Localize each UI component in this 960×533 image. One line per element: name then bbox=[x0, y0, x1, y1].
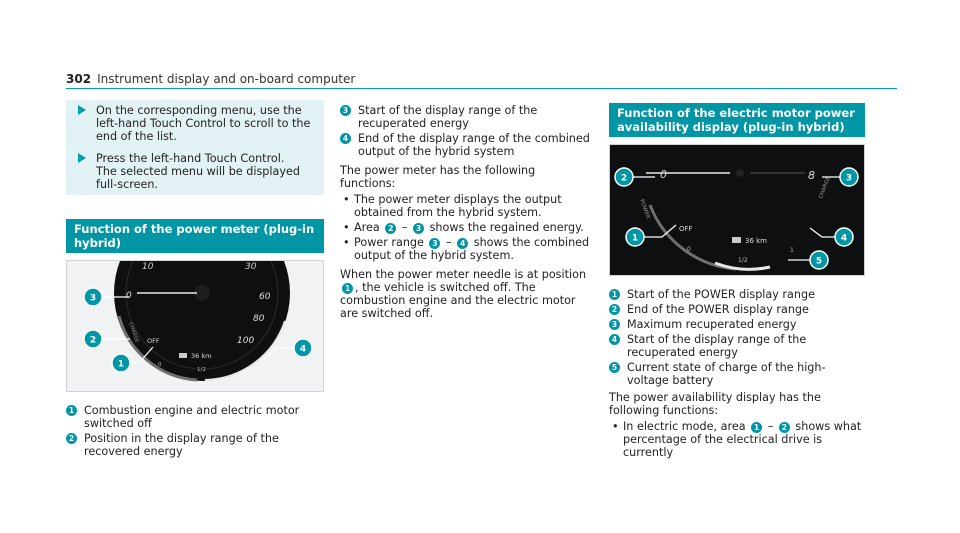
svg-text:3: 3 bbox=[90, 294, 96, 304]
svg-text:1: 1 bbox=[118, 360, 124, 370]
gauge-range-text: 36 km bbox=[745, 237, 767, 245]
header-rule bbox=[66, 88, 897, 89]
bullet-item: In electric mode, area 1 – 2 shows what … bbox=[609, 420, 865, 459]
section-title-power-availability: Function of the electric motor power ava… bbox=[609, 103, 865, 137]
page-number: 302 bbox=[66, 72, 92, 86]
callout-3: 3 bbox=[839, 167, 859, 187]
bullet-item: Power range 3 – 4 shows the combined out… bbox=[340, 236, 590, 262]
callout-4: 4 bbox=[293, 338, 313, 358]
section-title-power-meter: Function of the power meter (plug-in hyb… bbox=[66, 219, 324, 253]
gauge-bottom-zero: 0 bbox=[687, 246, 691, 253]
gauge-tick-60: 60 bbox=[259, 292, 271, 302]
svg-text:4: 4 bbox=[841, 234, 847, 244]
power-meter-figure: 10 30 0 60 80 100 OFF CHARGE 0 1/2 36 km… bbox=[66, 260, 324, 392]
gauge-one-label: 1 bbox=[790, 247, 794, 254]
callout-5: 5 bbox=[809, 250, 829, 270]
svg-text:3: 3 bbox=[846, 174, 852, 184]
callout-4: 4 bbox=[834, 227, 854, 247]
svg-text:2: 2 bbox=[90, 336, 96, 346]
step-text: Press the left-hand Touch Control. bbox=[96, 152, 285, 165]
gauge-off-label: OFF bbox=[147, 337, 160, 345]
gauge-range-text: 36 km bbox=[191, 352, 211, 360]
bullet-item: The power meter displays the output obta… bbox=[340, 193, 590, 219]
step-2: Press the left-hand Touch Control. The s… bbox=[74, 152, 316, 191]
gauge-half-label: 1/2 bbox=[197, 367, 206, 373]
svg-text:4: 4 bbox=[300, 345, 306, 355]
gauge-tick-0: 0 bbox=[126, 291, 132, 301]
callout-1: 1 bbox=[625, 227, 645, 247]
functions-intro: The power meter has the following functi… bbox=[340, 164, 536, 190]
battery-icon bbox=[732, 237, 741, 243]
gauge-tick-10: 10 bbox=[142, 262, 154, 272]
functions-intro: The power availability display has the f… bbox=[609, 391, 821, 417]
svg-text:1: 1 bbox=[632, 234, 638, 244]
bullet-item: Area 2 – 3 shows the regained energy. bbox=[340, 221, 590, 234]
gauge-off-label: OFF bbox=[679, 225, 693, 233]
page-header: 302 Instrument display and on-board compu… bbox=[66, 72, 355, 86]
callout-1: 1 bbox=[111, 353, 131, 373]
power-availability-figure: 0 8 POWER OFF CHARGE 0 1/2 1 36 km 2 3 1… bbox=[609, 144, 865, 276]
needle-paragraph: When the power meter needle is at positi… bbox=[340, 268, 587, 320]
svg-text:5: 5 bbox=[816, 257, 822, 267]
battery-icon bbox=[179, 353, 187, 358]
page-title: Instrument display and on-board computer bbox=[97, 72, 356, 86]
step-arrow-icon bbox=[78, 105, 86, 115]
step-1: On the corresponding menu, use the left-… bbox=[74, 104, 316, 143]
step-result-text: The selected menu will be displayed full… bbox=[96, 165, 300, 191]
gauge-tick-80: 80 bbox=[253, 314, 265, 324]
callout-2: 2 bbox=[83, 329, 103, 349]
column-3: Function of the electric motor power ava… bbox=[609, 103, 865, 461]
step-arrow-icon bbox=[78, 153, 86, 163]
callout-2: 2 bbox=[614, 167, 634, 187]
instruction-steps: On the corresponding menu, use the left-… bbox=[66, 100, 324, 195]
svg-text:2: 2 bbox=[621, 174, 627, 184]
column-1: On the corresponding menu, use the left-… bbox=[66, 100, 324, 460]
gauge-tick-100: 100 bbox=[237, 336, 254, 346]
gauge-eight-label: 8 bbox=[808, 169, 815, 182]
gauge-zero-label: 0 bbox=[660, 168, 667, 181]
callout-3: 3 bbox=[83, 287, 103, 307]
step-text: On the corresponding menu, use the left-… bbox=[96, 104, 311, 143]
gauge-tick-30: 30 bbox=[245, 262, 257, 272]
gauge-half-label: 1/2 bbox=[738, 257, 748, 264]
gauge-zero-label: 0 bbox=[158, 362, 162, 368]
